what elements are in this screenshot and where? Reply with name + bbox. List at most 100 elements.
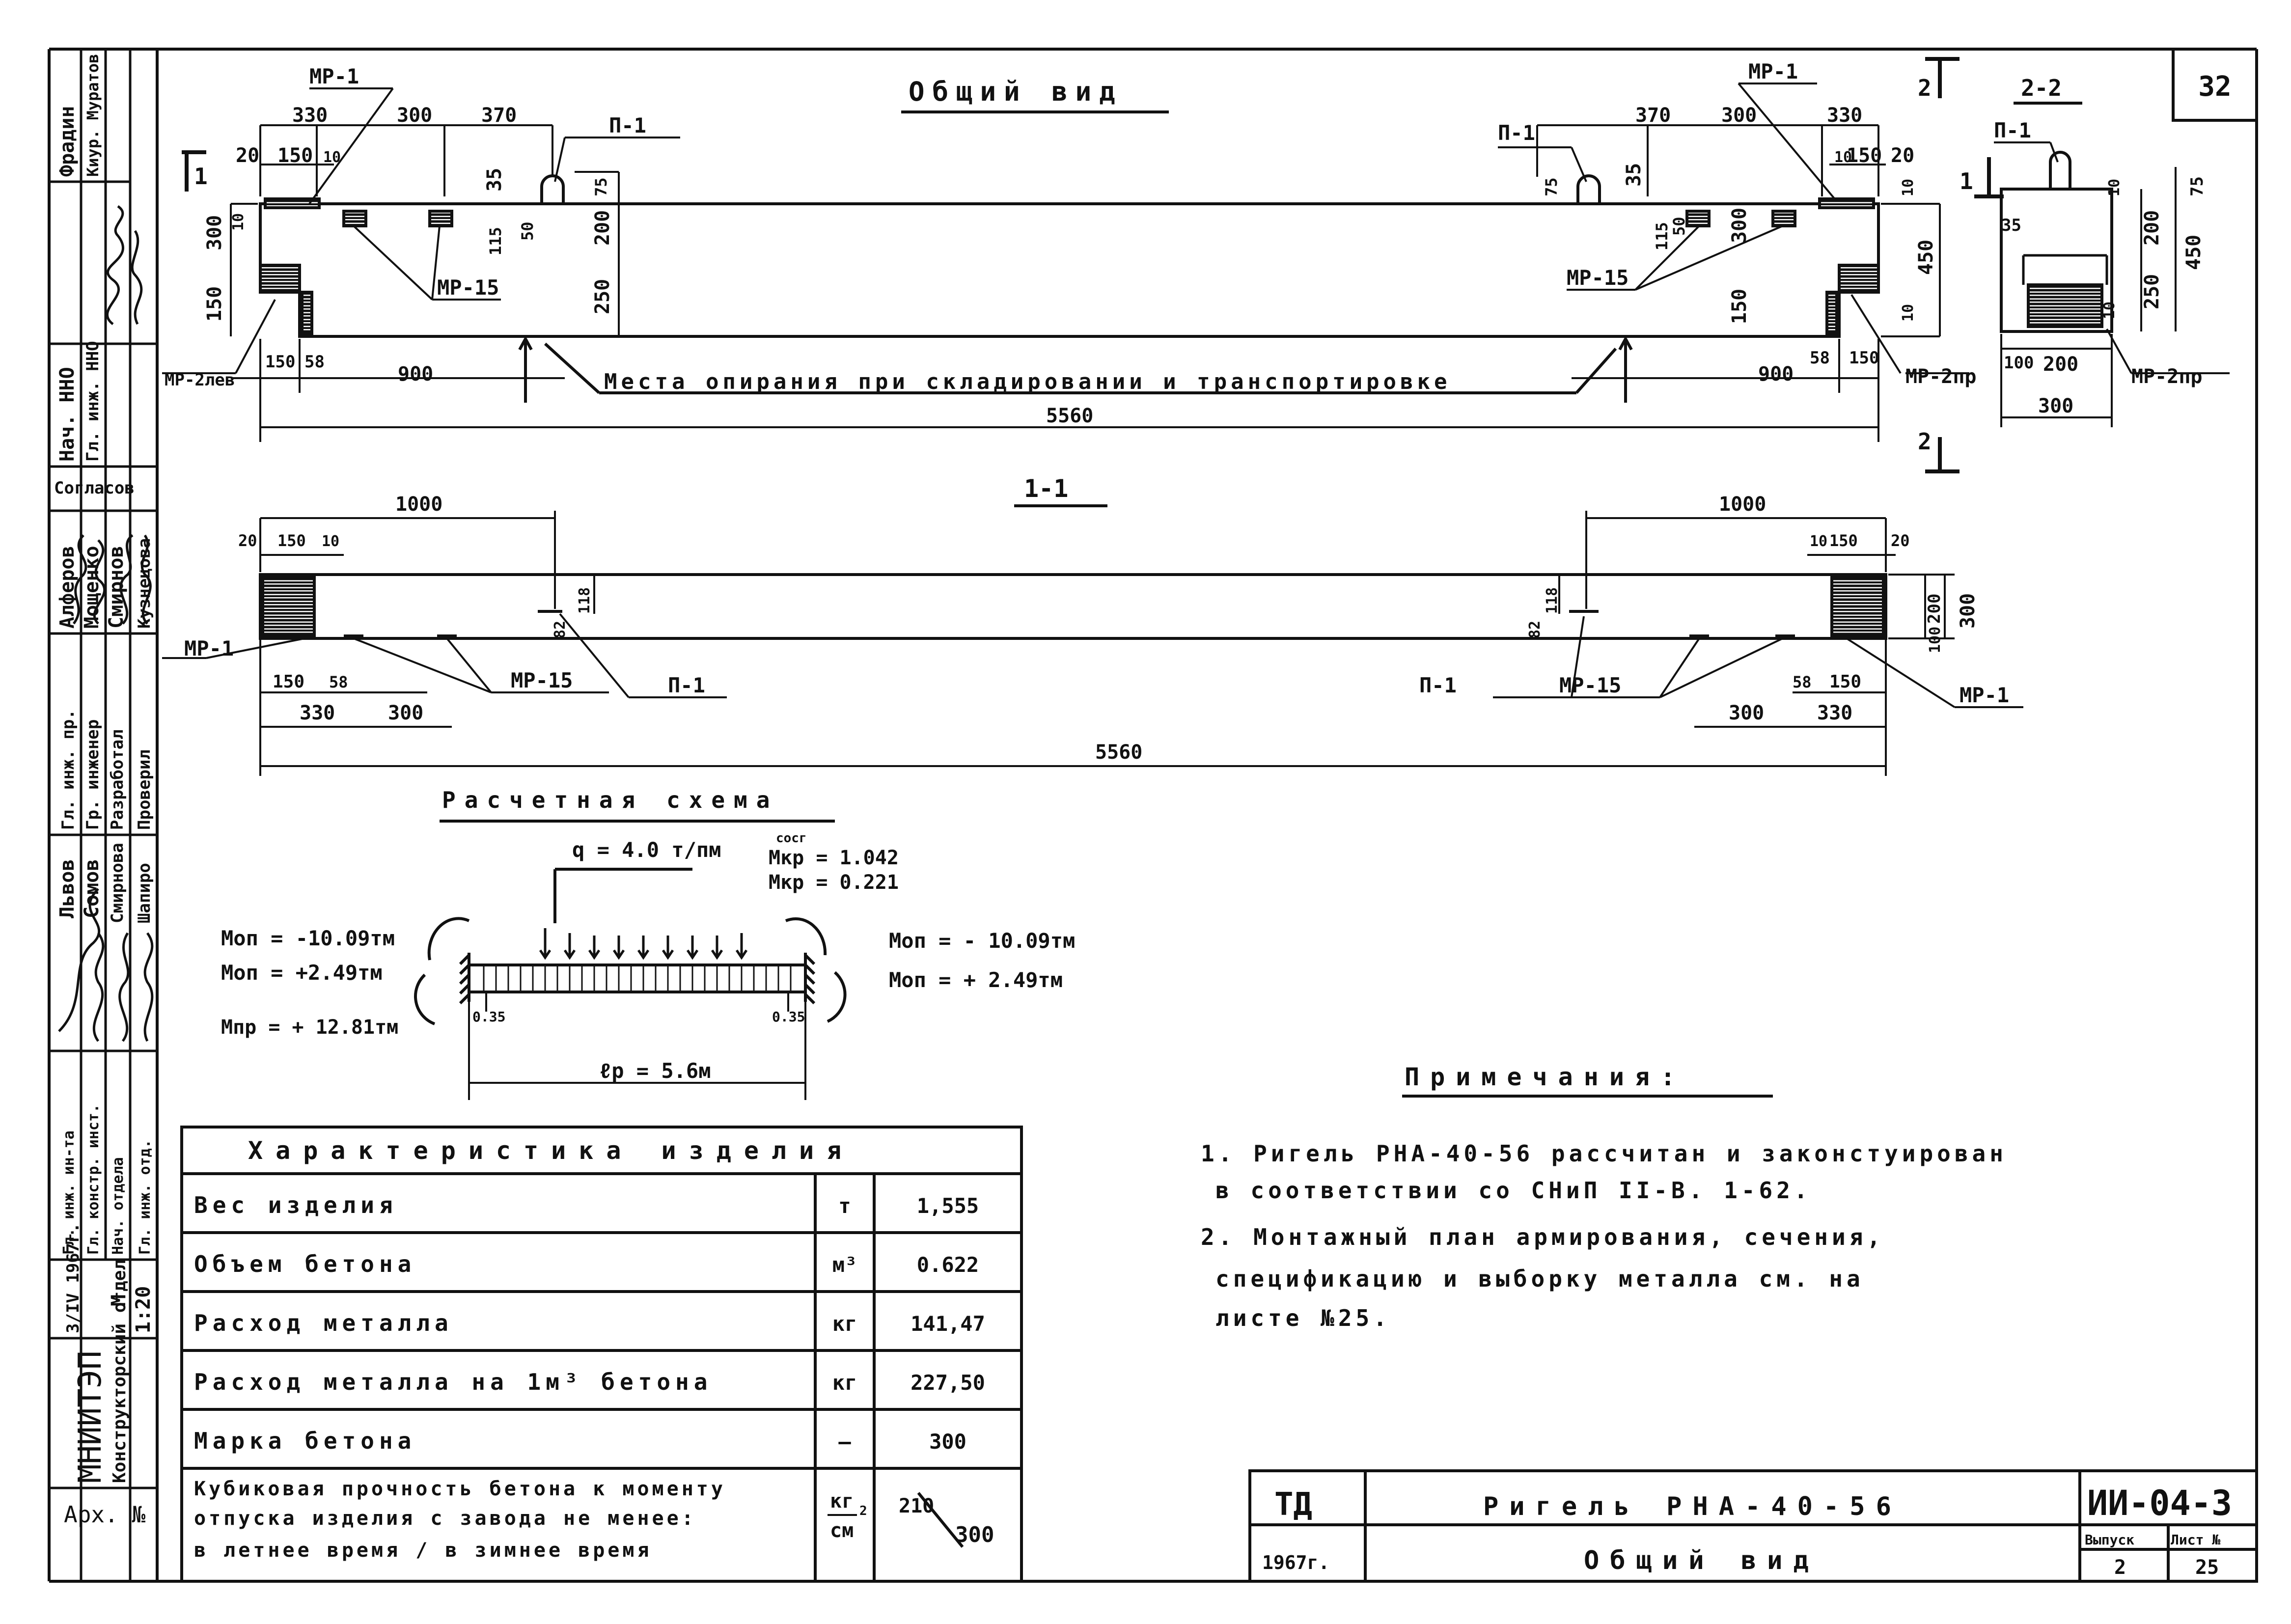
dim-300: 300 [1721,104,1757,127]
char-unit: — [838,1430,851,1454]
dim-35: 35 [1623,163,1645,187]
lifting-loop-left [540,174,565,204]
load-arrows [539,928,748,960]
char-value: 0.622 [917,1253,979,1277]
dim-115: 115 [486,227,505,255]
note-line: листе №25. [1215,1305,1391,1331]
dim-10: 10 [322,533,339,550]
dim-20: 20 [1891,531,1910,550]
calc-hatch [483,966,792,991]
label-mp1: МР-1 [1960,683,2009,707]
dim-150: 150 [277,531,306,550]
dim-900: 900 [398,363,433,385]
dim-118: 118 [1544,587,1561,614]
stamp-role: Нач. отдела [110,1157,127,1255]
calc-support-width: 0.35 [772,1009,805,1025]
title-issue: 2 [2114,1556,2126,1579]
calc-scheme: Расчетная схема [221,787,1075,1100]
dim-58: 58 [304,352,325,372]
section-2-marker: 2 [1918,428,1932,455]
note-line: спецификацию и выборку металла см. на [1215,1266,1864,1292]
mp2-right-plate [1838,264,1880,294]
label-mp15: МР-15 [1567,266,1629,290]
dim-118: 118 [576,587,593,614]
moment-arcs [414,917,847,1025]
notes: Примечания: 1. Ригель РНА-40-56 рассчита… [1201,1063,2003,1331]
stamp-surname: Львов [56,859,79,918]
dim-10: 10 [2101,302,2118,319]
stamp-surname: Шапиро [135,863,154,923]
dim-300: 300 [397,104,432,127]
part-leaders [162,83,1969,374]
calc-scheme-title: Расчетная схема [442,787,778,813]
stamp-role: Гр. инженер [83,719,103,830]
calc-moment-right: Моп = - 10.09тм [889,929,1075,953]
support-arrows [518,335,1633,403]
title-issue-label: Выпуск [2085,1532,2134,1548]
mp1-right-plate [1818,197,1875,209]
label-mp15: МР-15 [1559,673,1621,697]
signatures [58,205,154,1042]
label-mp1: МР-1 [184,636,234,661]
dim-75: 75 [1542,177,1561,196]
section-2-loop [2049,151,2071,189]
title-block: ТД 1967г. Ригель РНА-40-56 Общий вид ИИ-… [1248,1469,2258,1583]
calc-beam [459,868,816,1005]
stamp-scale-label: М [108,1294,130,1306]
dim-100: 100 [1927,627,1944,653]
dim-10: 10 [230,213,247,231]
dim-115: 115 [1653,222,1671,250]
dim-370: 370 [481,104,517,127]
char-unit: т [838,1194,851,1218]
dim-330: 330 [300,702,335,724]
dim-10: 10 [1810,533,1827,550]
dim-370: 370 [1635,104,1671,127]
dim-10: 10 [2106,179,2123,196]
general-view-title: Общий вид [909,76,1123,107]
strength-line: Кубиковая прочность бетона к моменту [194,1478,726,1500]
dim-150: 150 [1829,531,1858,550]
characteristics-table: Характеристика изделия Вес изделия Объем… [180,1126,1023,1583]
lifting-loop-right [1576,174,1601,204]
dim-1000: 1000 [1719,493,1766,516]
char-name: Расход металла [194,1310,453,1336]
dim-200: 200 [2043,353,2078,376]
section-1-title: 1-1 [1024,474,1068,503]
dim-300: 300 [1957,593,1979,629]
dim-250: 250 [591,279,614,314]
strength-unit-top: кг [830,1490,854,1513]
mp1-left-end [261,576,316,637]
char-unit: кг [832,1371,857,1395]
dim-20: 20 [236,144,259,167]
sheet-number: 32 [2198,71,2231,103]
label-mp2lev: МР-2лев [165,370,235,390]
section-2-rebar [2022,254,2108,285]
section-1-outline [259,573,1887,640]
stamp-role: Гл. инж. пр. [58,709,78,830]
dim-10: 10 [1900,179,1917,196]
stamp-surname: Фрадин [56,106,79,177]
title-org-code: ТД [1274,1486,1312,1523]
dim-450: 450 [1915,240,1937,275]
side-stamp: Фрадин Киур. Муратов Нач. ННО Гл. инж. Н… [49,49,157,1581]
dim-58: 58 [329,673,348,691]
stamp-surname: Киур. Муратов [83,54,102,177]
section-2-title: 2-2 [2021,75,2062,101]
char-name: Расход металла на 1м³ бетона [194,1369,712,1395]
dim-150: 150 [273,672,304,692]
section-1-dims [162,511,2023,776]
calc-span: ℓр = 5.6м [599,1059,711,1083]
section-1-details [344,610,1795,637]
char-value: 1,555 [917,1194,979,1218]
dim-1000: 1000 [395,493,442,516]
section-1-marker: 1 [194,163,208,190]
title-doc-code: ИИ-04-3 [2087,1483,2232,1523]
strength-winter: 300 [955,1522,994,1547]
mp2-left-plate [259,264,301,294]
mp15-right-a [1685,210,1711,227]
calc-mkr1: Мкр = 1.042 [769,847,899,869]
mp15-left-b [428,210,453,227]
dim-20: 20 [1891,144,1914,167]
calc-support-width: 0.35 [472,1009,505,1025]
